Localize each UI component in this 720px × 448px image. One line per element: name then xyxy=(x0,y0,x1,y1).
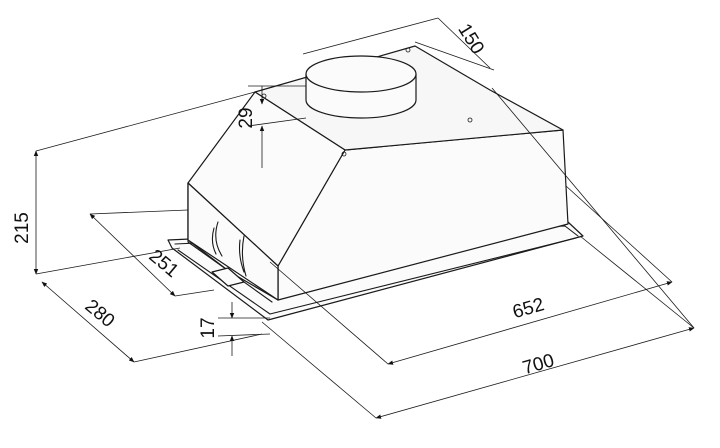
label-outlet-diameter: 150 xyxy=(453,20,488,58)
filter-clip-left xyxy=(211,221,223,257)
rivet xyxy=(405,47,411,53)
rivet xyxy=(341,151,347,157)
label-depth-total: 280 xyxy=(81,296,119,332)
label-panel-thickness: 17 xyxy=(198,317,219,338)
hood-body xyxy=(167,45,584,321)
outlet-top xyxy=(305,55,417,93)
label-width-total: 700 xyxy=(520,350,556,379)
dimension-lines xyxy=(33,17,695,419)
rivet xyxy=(467,117,473,123)
label-outlet-height: 29 xyxy=(236,107,257,128)
handle-tab xyxy=(211,267,245,287)
label-height-total: 215 xyxy=(12,212,33,244)
frame-lower-edge xyxy=(177,237,577,315)
label-width-inner: 652 xyxy=(510,294,546,323)
filter-clip-right xyxy=(238,235,247,277)
